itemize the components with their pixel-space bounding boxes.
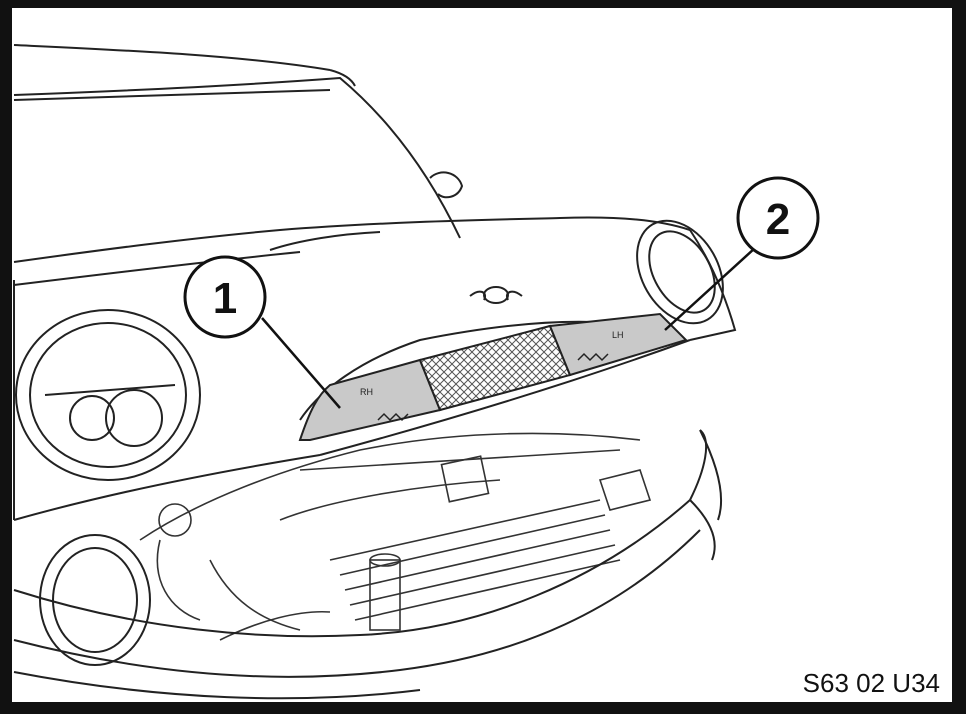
callout-1: 1 [183, 255, 341, 409]
callout-2-label: 2 [766, 195, 790, 244]
rh-panel-label: RH [360, 387, 373, 397]
headlamp-left-illustration [15, 309, 201, 481]
center-grille [418, 324, 572, 412]
indicator-lamp-illustration [636, 219, 724, 325]
callout-2: 2 [664, 176, 820, 331]
windscreen-outline [13, 44, 464, 239]
front-bumper-illustration [13, 429, 722, 700]
bonnet-emblem [469, 286, 523, 304]
bonnet-outline [13, 216, 737, 521]
callout-1-label: 1 [213, 274, 237, 323]
lh-panel: LH [548, 312, 688, 377]
figure-reference-code: S63 02 U34 [803, 668, 940, 698]
engine-bay-illustration [139, 432, 652, 641]
lh-panel-label: LH [612, 330, 624, 340]
headlamp-lower-illustration [39, 534, 151, 666]
